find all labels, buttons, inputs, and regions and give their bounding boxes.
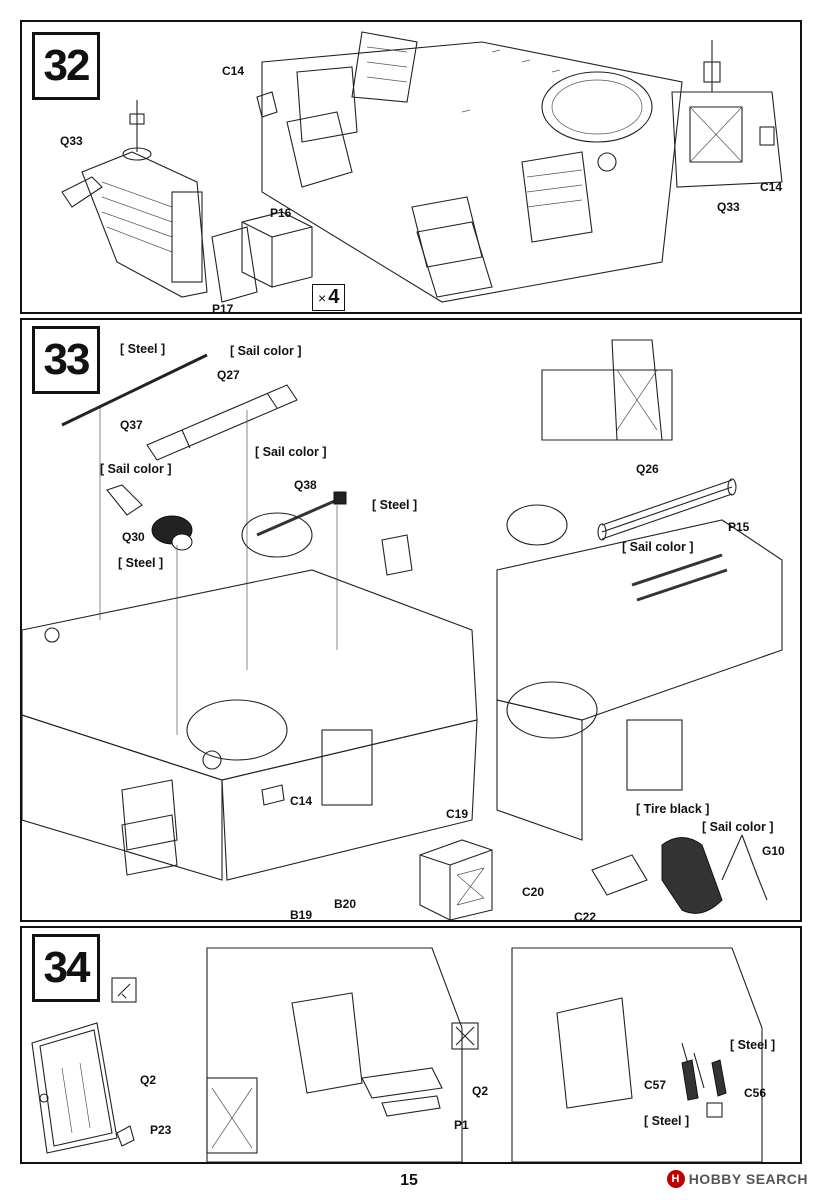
paint-note-tire-black: [ Tire black ]: [636, 802, 710, 816]
antenna-mount-left: [61, 100, 208, 298]
hull-mid-34: [206, 947, 463, 1162]
part-label-p16: P16: [270, 206, 292, 220]
watermark-text: HOBBY SEARCH: [688, 1171, 808, 1187]
part-label-q37: Q37: [120, 418, 143, 432]
quantity-prefix: ×: [318, 290, 327, 306]
part-label-c22: C22: [574, 910, 597, 924]
rods-p15: [631, 553, 728, 602]
part-label-c14: C14: [222, 64, 245, 78]
part-label-g10: G10: [762, 844, 785, 858]
hull-right-33: [496, 339, 783, 841]
paint-note-steel: [ Steel ]: [118, 556, 164, 570]
part-label-q27: Q27: [217, 368, 240, 382]
cut-icon: [451, 1022, 479, 1050]
paint-note-sail-color: [ Sail color ]: [255, 445, 327, 459]
part-label-q26: Q26: [636, 462, 659, 476]
part-label-p23: P23: [150, 1123, 172, 1137]
part-label-p1: P1: [454, 1118, 469, 1132]
watermark: H HOBBY SEARCH: [666, 1170, 808, 1188]
paint-note-steel: [ Steel ]: [372, 498, 418, 512]
part-label-q33: Q33: [60, 134, 83, 148]
step-34-panel: 34 Q2 P23 Q2 P1 [ Steel ] C57 C56 [ Stee…: [20, 926, 802, 1164]
jerrycan-c19-c20: [419, 839, 493, 920]
part-label-c19: C19: [446, 807, 469, 821]
inset-label-q33: Q33: [717, 200, 740, 214]
paint-note-sail-color: [ Sail color ]: [230, 344, 302, 358]
part-label-p17: P17: [212, 302, 234, 316]
part-label-q30: Q30: [122, 530, 145, 544]
rolls-q26: [597, 478, 737, 541]
step-32-illustration: [61, 31, 783, 303]
step-32-panel: 32 Q33 C14 P16 P17 ×4 C14 Q33: [20, 20, 802, 316]
paint-note-sail-color: [ Sail color ]: [702, 820, 774, 834]
stowage-box-p16-p17: [211, 211, 313, 303]
part-label-c56: C56: [744, 1086, 767, 1100]
rod-q38: [256, 491, 347, 650]
paint-note-steel: [ Steel ]: [120, 342, 166, 356]
hull-left-33: [22, 512, 478, 881]
antenna-q37: [61, 353, 208, 620]
quantity-value: 4: [328, 286, 340, 308]
hull-right-34: [511, 947, 763, 1162]
part-label-c57: C57: [644, 1078, 667, 1092]
paint-note-sail-color: [ Sail color ]: [622, 540, 694, 554]
paint-note-steel: [ Steel ]: [644, 1114, 690, 1128]
hull-top-32: [256, 31, 683, 303]
part-label-c20: C20: [522, 885, 545, 899]
tarp-roll-q27: [146, 384, 298, 670]
part-label-b19: B19: [290, 908, 313, 922]
step-34-illustration: [31, 947, 763, 1162]
bag-q30: [106, 484, 193, 735]
cement-icon: [111, 977, 137, 1003]
part-label-c14: C14: [290, 794, 313, 808]
paint-note-steel: [ Steel ]: [730, 1038, 776, 1052]
paint-note-sail-color: [ Sail color ]: [100, 462, 172, 476]
quantity-badge: ×4: [312, 284, 346, 311]
part-label-q38: Q38: [294, 478, 317, 492]
step-number: 33: [32, 326, 100, 394]
page-number: 15: [400, 1172, 418, 1189]
step-number: 32: [32, 32, 100, 100]
part-label-q2: Q2: [472, 1084, 489, 1098]
step-number: 34: [32, 934, 100, 1002]
watermark-logo: H: [666, 1170, 685, 1188]
inset-label-c14: C14: [760, 180, 783, 194]
step-33-panel: 33 [ Steel ] [ Sail color ] Q27 Q37 [ Sa…: [20, 318, 802, 924]
inset-32-detail: [671, 40, 783, 188]
door-q2: [31, 1022, 135, 1154]
step-33-illustration: [22, 339, 783, 920]
part-label-p15: P15: [728, 520, 750, 534]
spare-tire-assembly: [591, 834, 768, 914]
part-label-q2: Q2: [140, 1073, 157, 1087]
part-label-b20: B20: [334, 897, 357, 911]
